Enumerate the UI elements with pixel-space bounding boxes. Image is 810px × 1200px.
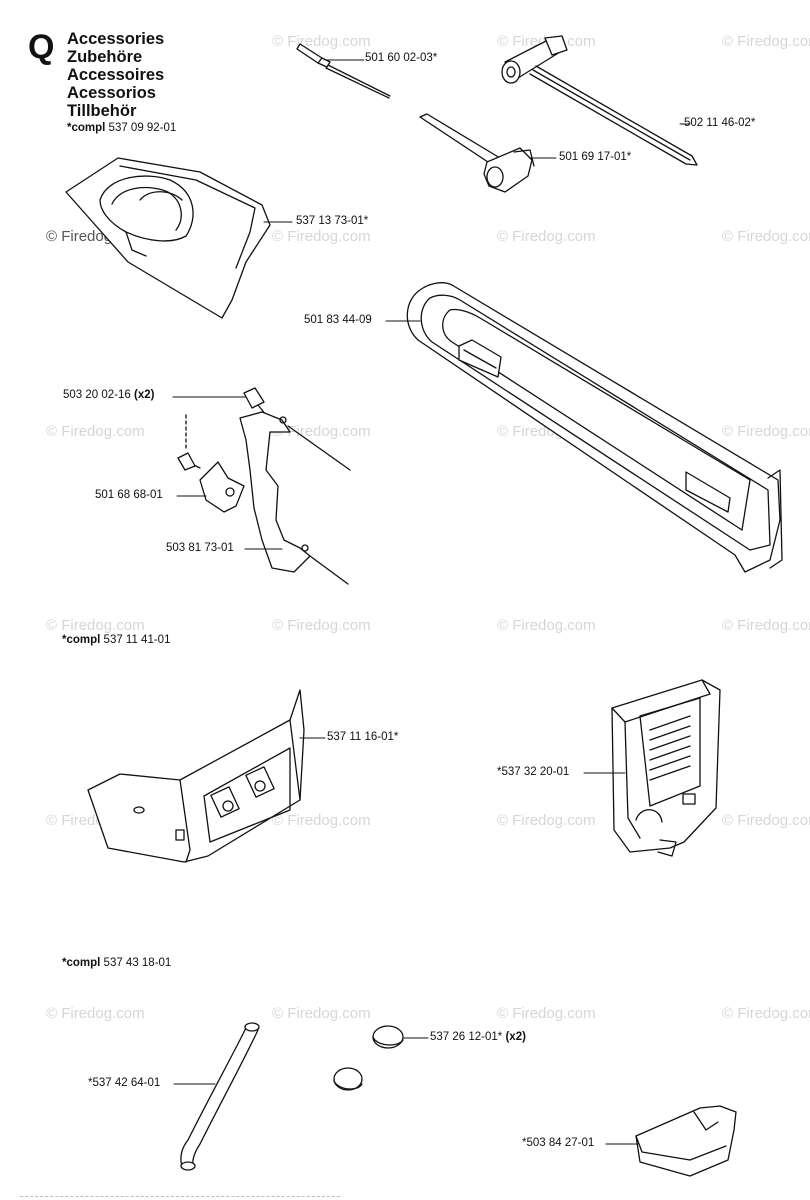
title-es: Acessorios bbox=[67, 84, 156, 102]
watermark: © Firedog.com bbox=[497, 228, 596, 245]
compl-note-3: *compl 537 43 18-01 bbox=[62, 957, 171, 969]
watermark: © Firedog.com bbox=[722, 228, 810, 245]
compl-note-1: *compl 537 09 92-01 bbox=[67, 122, 176, 134]
part-label: 537 13 73-01* bbox=[296, 215, 369, 227]
watermark: © Firedog.com bbox=[272, 812, 371, 829]
watermark: © Firedog.com bbox=[722, 812, 810, 829]
watermark: © Firedog.com bbox=[722, 1005, 810, 1022]
part-label: 503 20 02-16 (x2) bbox=[63, 389, 154, 401]
part-label: 501 68 68-01 bbox=[95, 489, 163, 501]
watermark: © Firedog.com bbox=[272, 423, 371, 440]
part-label: *537 42 64-01 bbox=[88, 1077, 161, 1089]
leader-lines bbox=[172, 59, 691, 1145]
part-label: *503 84 27-01 bbox=[522, 1137, 595, 1149]
compl-number: 537 09 92-01 bbox=[108, 122, 177, 134]
watermark: © Firedog.com bbox=[46, 617, 145, 634]
plug-drawing bbox=[333, 1025, 404, 1091]
clamp-drawing bbox=[199, 461, 245, 513]
part-label: 501 69 17-01* bbox=[559, 151, 632, 163]
watermark: © Firedog.com bbox=[272, 617, 371, 634]
part-label: 537 11 16-01* bbox=[327, 731, 399, 743]
part-label: 502 11 46-02* bbox=[684, 117, 756, 129]
watermark: © Firedog.com bbox=[497, 812, 596, 829]
watermark: © Firedog.com bbox=[722, 423, 810, 440]
part-label: 503 81 73-01 bbox=[166, 542, 234, 554]
combi-spanner-drawing bbox=[419, 113, 535, 193]
title-fr: Accessoires bbox=[67, 66, 165, 84]
watermark: © Firedog.com bbox=[272, 228, 371, 245]
part-label: 501 83 44-09 bbox=[304, 314, 372, 326]
title-de: Zubehöre bbox=[67, 48, 143, 66]
part-label: *537 32 20-01 bbox=[497, 766, 570, 778]
part-qty: (x2) bbox=[505, 1031, 526, 1043]
watermark: © Firedog.com bbox=[497, 617, 596, 634]
watermark: © Firedog.com bbox=[46, 1005, 145, 1022]
title-sv: Tillbehör bbox=[67, 102, 137, 120]
bar-cover-drawing bbox=[406, 282, 783, 573]
compl-prefix: *compl bbox=[62, 957, 101, 969]
compl-prefix: *compl bbox=[62, 634, 101, 646]
part-number: 503 20 02-16 bbox=[63, 389, 131, 401]
compl-number: 537 43 18-01 bbox=[103, 957, 172, 969]
watermark: © Firedog.com bbox=[272, 1005, 371, 1022]
plate-drawing bbox=[239, 411, 351, 585]
title-en: Accessories bbox=[67, 30, 165, 48]
bracket-drawing bbox=[87, 689, 305, 863]
section-titles: Accessories Zubehöre Accessoires Acessor… bbox=[67, 30, 164, 120]
watermark: © Firedog.com bbox=[722, 617, 810, 634]
watermark: © Firedog.com bbox=[722, 33, 810, 50]
hose-drawing bbox=[180, 1022, 260, 1171]
part-qty: (x2) bbox=[134, 389, 155, 401]
part-label: 501 60 02-03* bbox=[365, 52, 438, 64]
t-wrench-drawing bbox=[501, 35, 698, 166]
watermark: © Firedog.com bbox=[46, 423, 145, 440]
compl-note-2: *compl 537 11 41-01 bbox=[62, 634, 170, 646]
part-number: 537 26 12-01* bbox=[430, 1031, 503, 1043]
case-pouch-drawing bbox=[65, 157, 271, 319]
watermark: © Firedog.com bbox=[272, 33, 371, 50]
compl-number: 537 11 41-01 bbox=[103, 634, 171, 646]
block-drawing bbox=[635, 1105, 737, 1177]
compl-prefix: *compl bbox=[67, 122, 106, 134]
section-letter: Q bbox=[28, 28, 55, 66]
screwdriver-small-drawing bbox=[296, 43, 391, 99]
filter-cover-drawing bbox=[611, 679, 721, 857]
page-bottom-rule bbox=[20, 1196, 340, 1197]
part-label: 537 26 12-01* (x2) bbox=[430, 1031, 526, 1043]
watermark: © Firedog.com bbox=[497, 1005, 596, 1022]
